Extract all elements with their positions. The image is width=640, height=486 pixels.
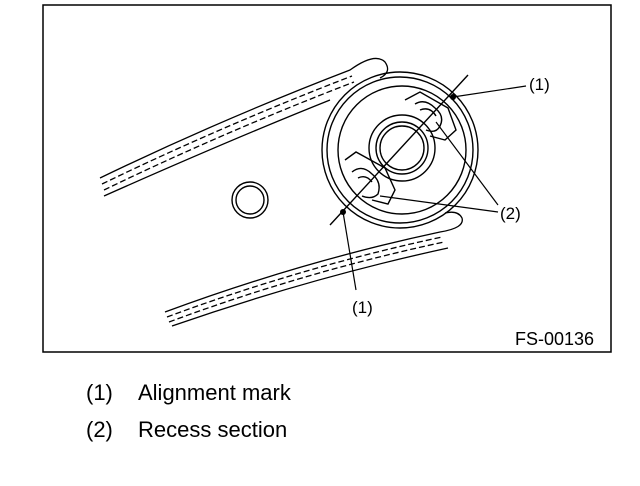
diagram-figure: (1) (1) (2) FS-00136: [42, 4, 612, 353]
figure-frame: [42, 4, 612, 353]
callout-alignment-mark-top: (1): [529, 75, 550, 94]
callout-recess-section: (2): [500, 204, 521, 223]
callout-alignment-mark-bottom: (1): [352, 298, 373, 317]
legend-number: (2): [86, 417, 113, 442]
legend-item: (1) Alignment mark: [86, 380, 291, 417]
legend-label: Alignment mark: [138, 380, 291, 405]
legend-label: Recess section: [138, 417, 288, 442]
recess-section-top: [404, 91, 457, 141]
lower-arm: [164, 211, 463, 327]
upper-arm: [99, 57, 389, 197]
leader-lines: [342, 85, 527, 291]
legend-item: (2) Recess section: [86, 417, 291, 454]
figure-code: FS-00136: [515, 329, 594, 349]
legend: (1) Alignment mark (2) Recess section: [86, 380, 291, 454]
bearing-housing: [321, 71, 479, 229]
alignment-line: [329, 74, 469, 226]
small-hole: [231, 181, 269, 219]
legend-number: (1): [86, 380, 113, 405]
